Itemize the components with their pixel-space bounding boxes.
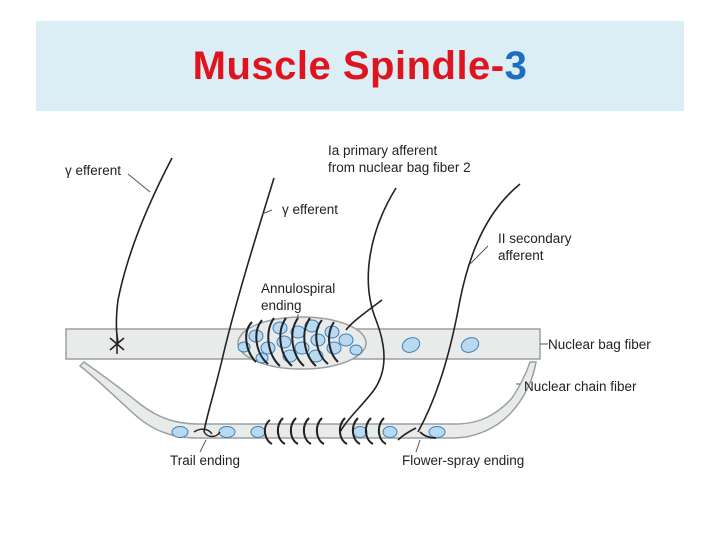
label-gamma-efferent-1: γ efferent [65, 163, 122, 178]
chain-nuclei [171, 426, 446, 438]
nerve-fibers [115, 157, 521, 441]
label-nuclear-bag-fiber: Nuclear bag fiber [548, 337, 651, 352]
leader-lines [127, 173, 548, 453]
trail-ending-terminals [193, 428, 221, 438]
ia-afferent-axon-b [345, 299, 383, 331]
label-ii-secondary-afferent: II secondary afferent [498, 231, 572, 263]
nuclear-chain-fiber-shape [78, 361, 537, 439]
ia-afferent-axon-a [339, 187, 397, 433]
slide-title-number: 3 [504, 43, 528, 88]
chain-coil [264, 417, 387, 445]
label-nuclear-chain-fiber: Nuclear chain fiber [524, 379, 637, 394]
label-ia-primary-afferent: Ia primary afferent from nuclear bag fib… [328, 143, 471, 175]
slide-title-text: Muscle Spindle- [192, 43, 505, 88]
title-bar: Muscle Spindle-3 [36, 21, 684, 111]
label-annulospiral-ending: Annulospiral ending [261, 281, 336, 313]
slide-title: Muscle Spindle-3 [193, 44, 528, 89]
label-flower-spray-ending: Flower-spray ending [402, 453, 525, 468]
ii-afferent-axon [417, 183, 521, 433]
label-trail-ending: Trail ending [170, 453, 241, 468]
bag-nuclei [237, 319, 363, 364]
annulospiral-coil [245, 317, 339, 367]
motor-end-plate [109, 334, 125, 354]
gamma-efferent-1-axon [115, 157, 173, 343]
gamma-efferent-2-axon [203, 177, 275, 433]
bag-outer-nuclei [401, 337, 480, 353]
label-gamma-efferent-2: γ efferent [282, 202, 339, 217]
